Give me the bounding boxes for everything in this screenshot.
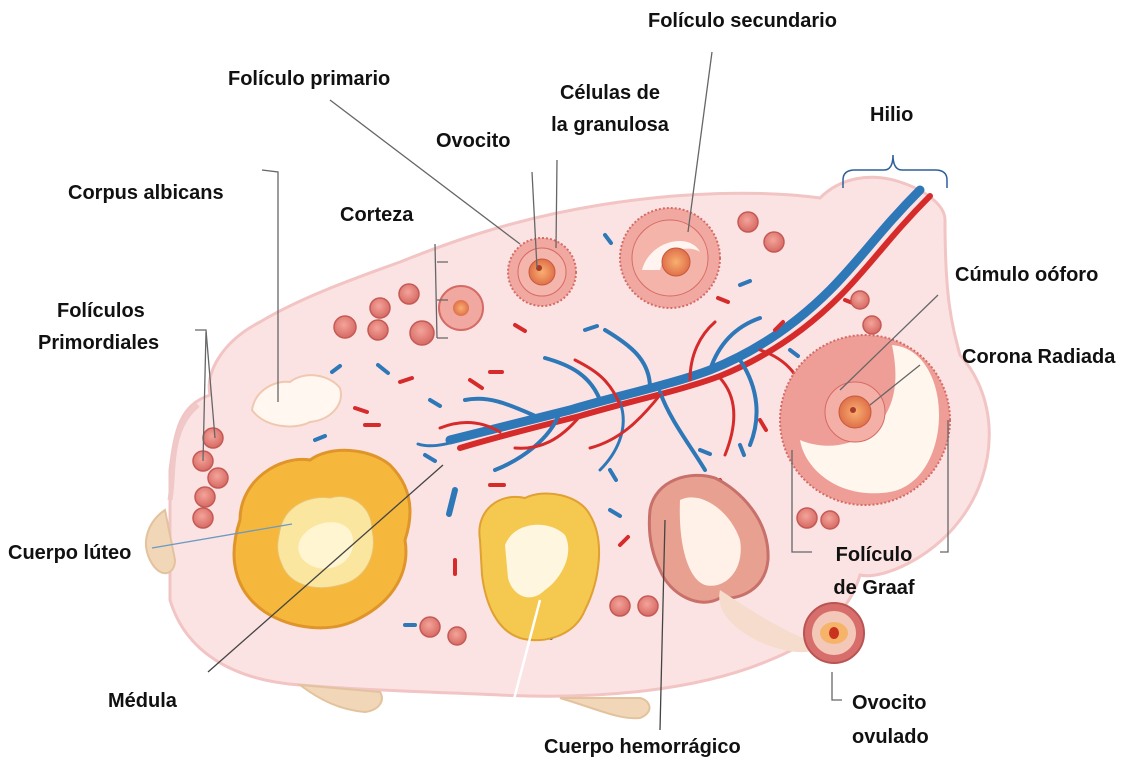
label-celulas-granulosa-1: Células de	[540, 80, 680, 106]
label-foliculos-primordiales-1: Folículos	[57, 298, 145, 324]
corpus-regressing	[479, 493, 599, 640]
graafian-follicle	[780, 335, 950, 505]
ovulated-oocyte	[804, 603, 864, 663]
label-corona-radiada: Corona Radiada	[962, 344, 1115, 370]
label-celulas-granulosa-2: la granulosa	[540, 112, 680, 138]
leader-ovocito-ovulado	[832, 672, 842, 700]
label-ovocito-ovulado-1: Ovocito	[852, 690, 926, 716]
label-cuerpo-luteo: Cuerpo lúteo	[8, 540, 131, 566]
label-ovocito: Ovocito	[436, 128, 510, 154]
label-corpus-albicans: Corpus albicans	[68, 180, 224, 206]
label-foliculo-graaf-1: Folículo	[812, 542, 936, 568]
label-medula: Médula	[108, 688, 177, 714]
label-cumulo-ooforo: Cúmulo oóforo	[955, 262, 1098, 288]
label-corteza: Corteza	[340, 202, 413, 228]
label-cuerpo-hemorragico: Cuerpo hemorrágico	[544, 734, 741, 760]
label-ovocito-ovulado-2: ovulado	[852, 724, 929, 750]
label-foliculos-primordiales-2: Primordiales	[38, 330, 159, 356]
secondary-follicle	[620, 208, 720, 308]
label-foliculo-secundario: Folículo secundario	[648, 8, 837, 34]
label-foliculo-primario: Folículo primario	[228, 66, 390, 92]
corpus-luteum	[234, 450, 410, 628]
label-hilio: Hilio	[870, 102, 913, 128]
label-foliculo-graaf-2: de Graaf	[812, 575, 936, 601]
